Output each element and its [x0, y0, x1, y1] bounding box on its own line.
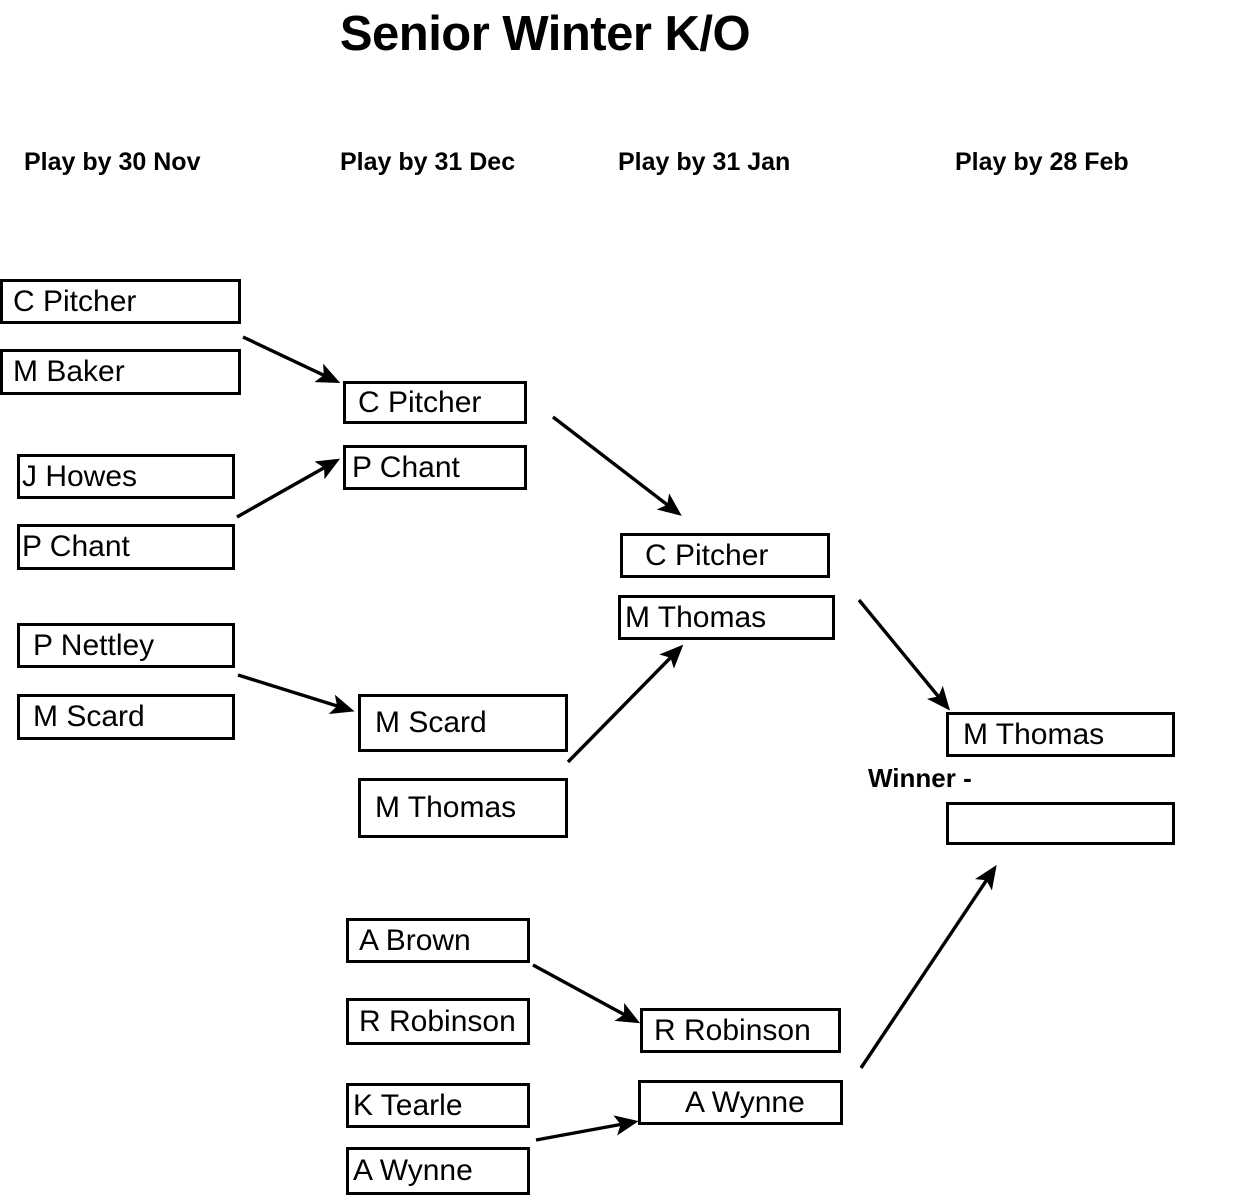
r1-slot-2[interactable]: M Baker	[0, 349, 241, 395]
final-slot[interactable]: M Thomas	[946, 712, 1175, 757]
r3-slot-1[interactable]: C Pitcher	[620, 533, 830, 578]
r1-slot-3[interactable]: J Howes	[17, 454, 235, 499]
r1-slot-8-label: R Robinson	[359, 1004, 516, 1038]
r1-slot-7-label: A Brown	[359, 923, 471, 957]
r3-slot-3-label: R Robinson	[654, 1013, 811, 1047]
r3-slot-4-label: A Wynne	[685, 1085, 805, 1119]
connector-pitcher-baker-to-r2	[242, 335, 341, 384]
connector-r3top-to-final	[857, 598, 951, 711]
r3-slot-1-label: C Pitcher	[645, 538, 769, 572]
r2-slot-4[interactable]: M Thomas	[358, 778, 568, 838]
r3-slot-2-label: M Thomas	[625, 600, 767, 634]
r2-slot-3[interactable]: M Scard	[358, 694, 568, 752]
r2-slot-1-label: C Pitcher	[358, 385, 482, 419]
r1-slot-9-label: K Tearle	[353, 1088, 463, 1122]
r1-slot-1-label: C Pitcher	[13, 284, 137, 318]
connector-brown-robinson-to-r3	[532, 963, 641, 1024]
r1-slot-7[interactable]: A Brown	[346, 918, 530, 963]
r1-slot-2-label: M Baker	[13, 355, 125, 388]
r2-slot-4-label: M Thomas	[375, 791, 517, 824]
r1-slot-4-label: P Chant	[22, 530, 130, 563]
r2-slot-2[interactable]: P Chant	[343, 445, 527, 490]
r1-slot-3-label: J Howes	[22, 459, 138, 493]
r1-slot-4[interactable]: P Chant	[17, 524, 235, 570]
page-title: Senior Winter K/O	[339, 7, 751, 61]
final-slot-label: M Thomas	[963, 717, 1105, 751]
r2-slot-1[interactable]: C Pitcher	[343, 381, 527, 424]
r1-slot-1[interactable]: C Pitcher	[0, 279, 241, 324]
r1-slot-5-label: P Nettley	[33, 628, 155, 662]
r1-slot-8[interactable]: R Robinson	[346, 998, 530, 1045]
round-header-3: Play by 31 Jan	[618, 148, 791, 176]
r1-slot-6[interactable]: M Scard	[17, 694, 235, 740]
round-header-2: Play by 31 Dec	[340, 148, 516, 176]
r2-slot-3-label: M Scard	[375, 706, 487, 739]
connector-nettley-scard-to-r2	[237, 673, 355, 715]
r1-slot-5[interactable]: P Nettley	[17, 623, 235, 668]
winner-label: Winner -	[868, 763, 972, 793]
round-header-1: Play by 30 Nov	[24, 148, 201, 176]
connector-r2top-to-r3	[551, 415, 682, 516]
r1-slot-10-label: A Wynne	[353, 1154, 473, 1187]
r1-slot-10[interactable]: A Wynne	[346, 1147, 530, 1195]
r3-slot-4[interactable]: A Wynne	[638, 1080, 843, 1125]
r3-slot-2[interactable]: M Thomas	[618, 595, 835, 640]
r1-slot-9[interactable]: K Tearle	[346, 1083, 530, 1128]
r2-slot-2-label: P Chant	[352, 450, 460, 484]
winner-slot[interactable]	[946, 802, 1175, 845]
connector-r2bottom-to-r3	[566, 644, 684, 764]
r3-slot-3[interactable]: R Robinson	[640, 1008, 841, 1053]
connector-tearle-wynne-to-r3	[535, 1115, 639, 1142]
connector-r3bottom-to-winner	[859, 865, 997, 1069]
r1-slot-6-label: M Scard	[33, 700, 145, 733]
connector-howes-chant-to-r2	[236, 458, 341, 519]
round-header-4: Play by 28 Feb	[955, 148, 1129, 176]
